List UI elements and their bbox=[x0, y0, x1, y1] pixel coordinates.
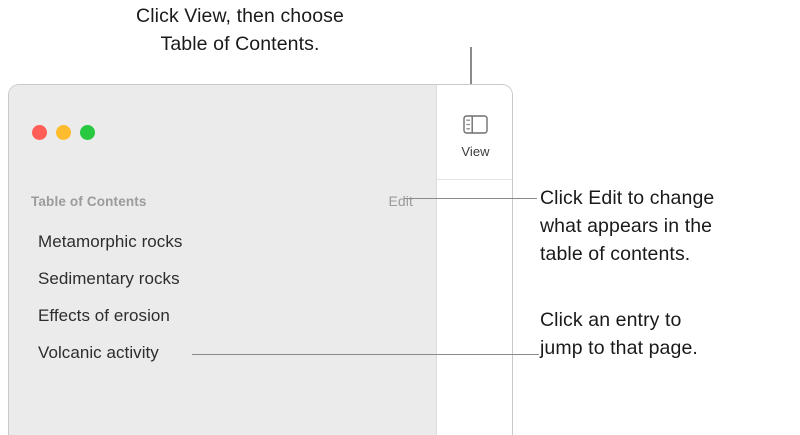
zoom-button[interactable] bbox=[80, 125, 95, 140]
toc-entry-label: Metamorphic rocks bbox=[38, 231, 183, 251]
toc-entry-label: Sedimentary rocks bbox=[38, 268, 180, 288]
table-of-contents-list: Metamorphic rocks Sedimentary rocks Effe… bbox=[9, 223, 436, 371]
leader-line-edit bbox=[404, 197, 537, 200]
sidebar-panel bbox=[9, 85, 436, 435]
view-toolbar-button[interactable]: View bbox=[437, 115, 512, 159]
callout-view-instruction: Click View, then choose Table of Content… bbox=[136, 5, 344, 55]
view-toolbar-label: View bbox=[461, 144, 490, 159]
table-of-contents-header: Table of Contents Edit bbox=[9, 189, 436, 213]
close-button[interactable] bbox=[32, 125, 47, 140]
toc-entry-sedimentary-rocks[interactable]: Sedimentary rocks bbox=[9, 260, 436, 297]
callout-entry-instruction: Click an entry to jump to that page. bbox=[540, 309, 698, 359]
toc-entry-effects-of-erosion[interactable]: Effects of erosion bbox=[9, 297, 436, 334]
toc-entry-volcanic-activity[interactable]: Volcanic activity bbox=[9, 334, 436, 371]
window-controls bbox=[32, 125, 95, 140]
minimize-button[interactable] bbox=[56, 125, 71, 140]
callout-edit-instruction: Click Edit to change what appears in the… bbox=[540, 187, 715, 265]
toc-entry-label: Effects of erosion bbox=[38, 305, 170, 325]
sidebar-view-icon bbox=[463, 115, 488, 139]
toc-entry-metamorphic-rocks[interactable]: Metamorphic rocks bbox=[9, 223, 436, 260]
app-window: View Table of Contents Edit Metamorphic … bbox=[8, 84, 513, 435]
edit-button[interactable]: Edit bbox=[388, 193, 413, 209]
leader-line-entry bbox=[192, 353, 539, 356]
table-of-contents-title: Table of Contents bbox=[31, 193, 147, 209]
toc-entry-label: Volcanic activity bbox=[38, 342, 159, 362]
toolbar-divider bbox=[437, 179, 512, 180]
sidebar-divider bbox=[436, 85, 437, 435]
